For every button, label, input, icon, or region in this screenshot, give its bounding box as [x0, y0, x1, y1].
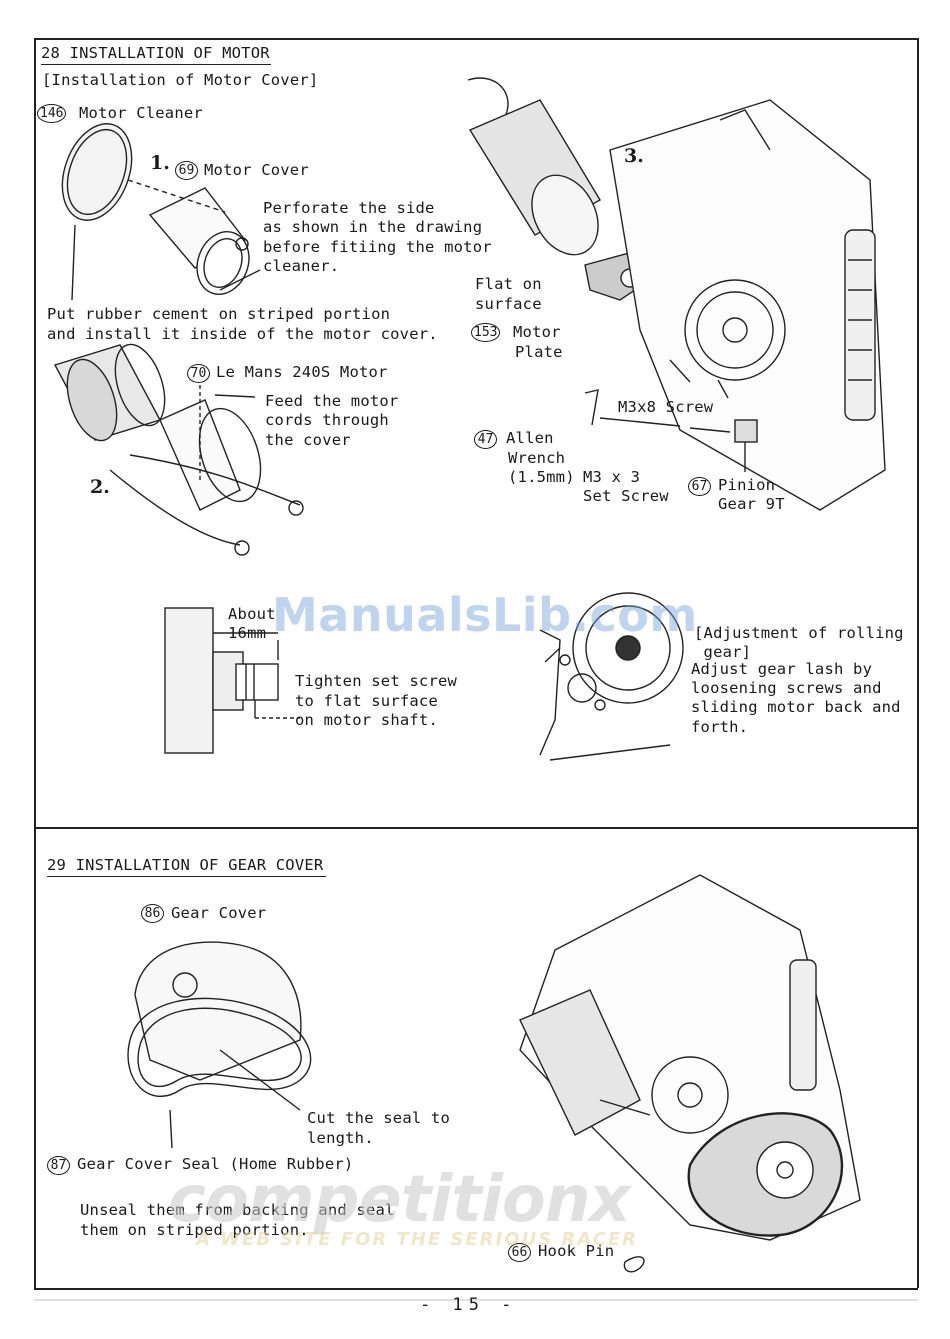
- frame-right: [917, 38, 919, 1288]
- adjust-note-line3: Adjust gear lash by: [691, 660, 873, 678]
- part-number-47: 47: [474, 430, 497, 449]
- about-label-line2: 16mm: [228, 624, 267, 642]
- chassis-gear-cover-drawing: [519, 874, 861, 1273]
- label-motor-plate-line1: Motor: [513, 323, 561, 341]
- frame-left: [34, 38, 36, 1288]
- set-screw-detail-drawing: [164, 607, 300, 754]
- competitionx-tagline: A WEB SITE FOR THE SERIOUS RACER: [196, 1229, 639, 1250]
- part-number-87: 87: [47, 1156, 70, 1175]
- motor-cleaner-drawing: [61, 123, 133, 301]
- adjust-note-line1: [Adjustment of rolling: [694, 624, 904, 642]
- section29-title: 29 INSTALLATION OF GEAR COVER: [47, 856, 324, 874]
- label-motor-plate-line2: Plate: [515, 343, 563, 361]
- gear-cover-drawing: [127, 941, 312, 1149]
- feed-note-line3: the cover: [265, 431, 351, 449]
- gear-adjust-drawing: [539, 592, 684, 761]
- perforate-note-line3: before fitiing the motor: [263, 238, 492, 256]
- feed-note-line1: Feed the motor: [265, 392, 399, 410]
- adjust-note-line5: sliding motor back and: [691, 698, 901, 716]
- part-number-67: 67: [688, 477, 711, 496]
- part-number-66: 66: [508, 1243, 531, 1262]
- tighten-note-line3: on motor shaft.: [295, 711, 438, 729]
- label-le-mans-motor: Le Mans 240S Motor: [216, 363, 388, 381]
- label-m3x8-screw: M3x8 Screw: [618, 398, 714, 416]
- unseal-note-line2: them on striped portion.: [80, 1221, 309, 1239]
- motor-drawing: [53, 343, 304, 556]
- adjust-note-line4: loosening screws and: [691, 679, 882, 697]
- motor-cover-drawing: [127, 179, 261, 295]
- perforate-note-line2: as shown in the drawing: [263, 218, 483, 236]
- frame-top: [34, 38, 918, 40]
- step-2-marker: 2.: [90, 476, 110, 498]
- section28-subtitle: [Installation of Motor Cover]: [42, 71, 319, 89]
- label-motor-cleaner: Motor Cleaner: [79, 104, 203, 122]
- cut-note-line2: length.: [307, 1129, 374, 1147]
- label-allen-wrench-line1: Allen: [506, 429, 554, 447]
- label-set-screw-line1: M3 x 3: [583, 468, 641, 486]
- step-3-marker: 3.: [624, 145, 644, 167]
- label-gear-cover: Gear Cover: [171, 904, 267, 922]
- part-number-70: 70: [187, 364, 210, 383]
- section28-title: 28 INSTALLATION OF MOTOR: [41, 44, 270, 62]
- label-allen-wrench-line3: (1.5mm): [508, 468, 575, 486]
- section-divider: [34, 827, 918, 829]
- flat-note-line1: Flat on: [475, 275, 542, 293]
- step-1-marker: 1.: [150, 152, 170, 174]
- tighten-note-line2: to flat surface: [295, 692, 438, 710]
- label-set-screw-line2: Set Screw: [583, 487, 669, 505]
- cut-note-line1: Cut the seal to: [307, 1109, 450, 1127]
- label-pinion-gear-line2: Gear 9T: [718, 495, 785, 513]
- part-number-153: 153: [471, 323, 501, 342]
- page-number: - 15 -: [420, 1295, 518, 1315]
- part-number-146: 146: [37, 104, 67, 123]
- adjust-note-line2: gear]: [694, 643, 752, 661]
- rubber-note-line1: Put rubber cement on striped portion: [47, 305, 391, 323]
- section28-title-underline: [41, 64, 271, 65]
- adjust-note-line6: forth.: [691, 718, 749, 736]
- perforate-note-line4: cleaner.: [263, 257, 340, 275]
- rubber-note-line2: and install it inside of the motor cover…: [47, 325, 438, 343]
- about-label-line1: About: [228, 605, 276, 623]
- label-pinion-gear-line1: Pinion: [718, 476, 776, 494]
- section29-title-underline: [47, 876, 326, 877]
- feed-note-line2: cords through: [265, 411, 389, 429]
- perforate-note-line1: Perforate the side: [263, 199, 435, 217]
- label-hook-pin: Hook Pin: [538, 1242, 615, 1260]
- part-number-86: 86: [141, 904, 164, 923]
- tighten-note-line1: Tighten set screw: [295, 672, 458, 690]
- manualslib-watermark: ManualsLib.com: [272, 588, 698, 642]
- label-motor-cover: Motor Cover: [204, 161, 309, 179]
- unseal-note-line1: Unseal them from backing and seal: [80, 1201, 395, 1219]
- frame-bottom: [34, 1288, 918, 1290]
- part-number-69: 69: [175, 161, 198, 180]
- chassis-motor-drawing: [467, 77, 886, 511]
- competitionx-watermark: competitionx: [168, 1163, 631, 1237]
- label-gear-cover-seal: Gear Cover Seal (Home Rubber): [77, 1155, 354, 1173]
- label-allen-wrench-line2: Wrench: [508, 449, 566, 467]
- flat-note-line2: surface: [475, 295, 542, 313]
